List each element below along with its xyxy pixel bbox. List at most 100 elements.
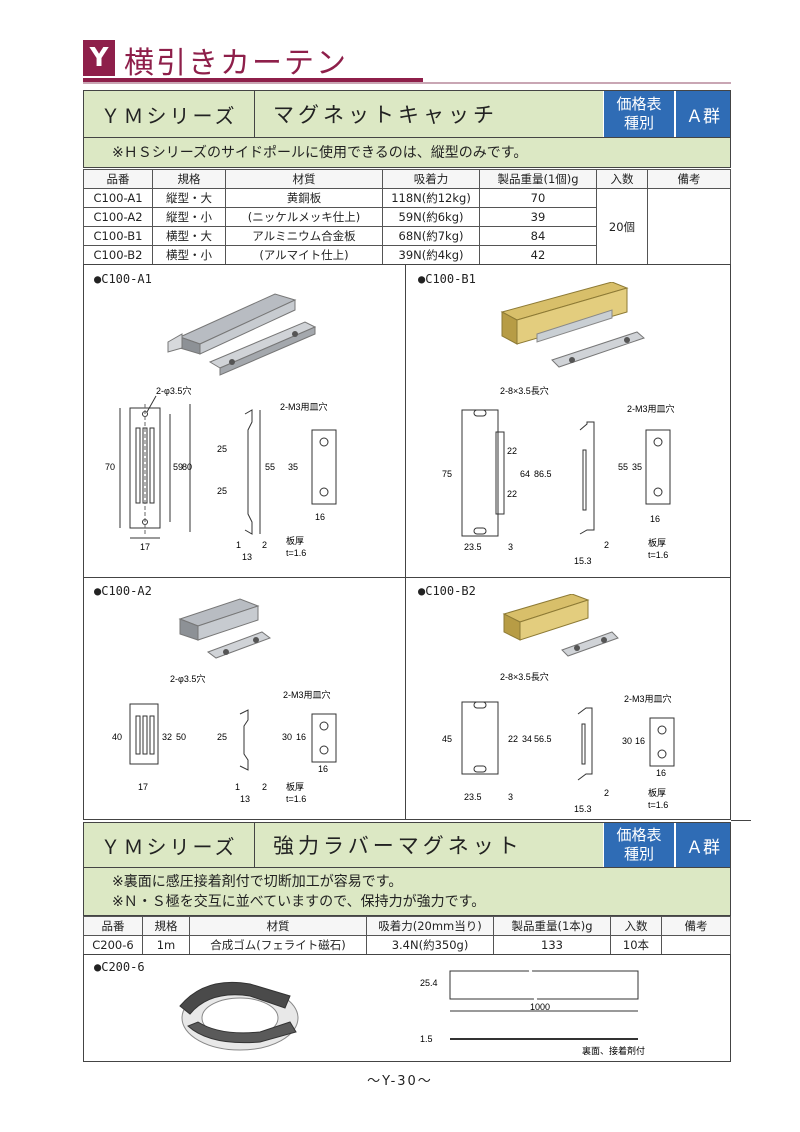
svg-text:t=1.6: t=1.6 bbox=[286, 794, 306, 804]
svg-text:45: 45 bbox=[442, 734, 452, 744]
svg-text:1000: 1000 bbox=[530, 1002, 550, 1012]
svg-text:59: 59 bbox=[173, 462, 183, 472]
svg-text:40: 40 bbox=[112, 732, 122, 742]
svg-text:2: 2 bbox=[262, 540, 267, 550]
section-badge: Y bbox=[83, 40, 115, 76]
drawing-c100-b2: 2-8×3.5長穴 45 22 34 56.5 23.5 3 15.3 2 2-… bbox=[442, 594, 675, 814]
svg-text:t=1.6: t=1.6 bbox=[648, 550, 668, 560]
svg-text:55: 55 bbox=[265, 462, 275, 472]
svg-text:板厚: 板厚 bbox=[286, 781, 304, 792]
svg-text:2: 2 bbox=[262, 782, 267, 792]
svg-text:1: 1 bbox=[235, 782, 240, 792]
svg-text:16: 16 bbox=[650, 514, 660, 524]
product-photo-c200 bbox=[179, 981, 299, 1051]
ym1-series-bar: ＹＭシリーズ マグネットキャッチ 価格表種別 Ａ群 bbox=[83, 90, 731, 138]
product-photo-a2 bbox=[178, 598, 272, 659]
svg-text:16: 16 bbox=[656, 768, 666, 778]
price-table-label: 価格表種別 bbox=[603, 91, 674, 137]
product-photo-b2 bbox=[502, 594, 619, 657]
svg-text:75: 75 bbox=[442, 469, 452, 479]
ym1-note: ※ＨＳシリーズのサイドポールに使用できるのは、縦型のみです。 bbox=[83, 138, 731, 168]
svg-text:1: 1 bbox=[236, 540, 241, 550]
price-table-label: 価格表種別 bbox=[603, 823, 674, 867]
divider bbox=[405, 264, 406, 820]
svg-text:22: 22 bbox=[507, 489, 517, 499]
svg-text:16: 16 bbox=[635, 736, 645, 746]
product-photo-a1 bbox=[167, 293, 317, 376]
svg-text:2-M3用皿穴: 2-M3用皿穴 bbox=[624, 693, 672, 704]
ym2-drawing-area bbox=[83, 954, 731, 1062]
product-name: マグネットキャッチ bbox=[273, 103, 498, 127]
panel-label-a1: ●C100-A1 bbox=[94, 272, 152, 286]
svg-text:80: 80 bbox=[182, 462, 192, 472]
svg-text:23.5: 23.5 bbox=[464, 542, 482, 552]
svg-text:裏面、接着剤付: 裏面、接着剤付 bbox=[582, 1045, 645, 1056]
series-name: ＹＭシリーズ bbox=[84, 91, 255, 137]
svg-text:25: 25 bbox=[217, 486, 227, 496]
svg-text:2-M3用皿穴: 2-M3用皿穴 bbox=[627, 403, 675, 414]
svg-text:2-8×3.5長穴: 2-8×3.5長穴 bbox=[500, 671, 549, 682]
svg-text:板厚: 板厚 bbox=[648, 537, 666, 548]
price-group: Ａ群 bbox=[674, 823, 730, 867]
price-group: Ａ群 bbox=[674, 91, 730, 137]
svg-text:3: 3 bbox=[508, 792, 513, 802]
svg-text:2-φ3.5穴: 2-φ3.5穴 bbox=[156, 385, 191, 396]
divider bbox=[731, 820, 751, 821]
svg-text:2-M3用皿穴: 2-M3用皿穴 bbox=[283, 689, 331, 700]
svg-text:t=1.6: t=1.6 bbox=[286, 548, 306, 558]
svg-text:16: 16 bbox=[296, 732, 306, 742]
svg-text:2: 2 bbox=[604, 788, 609, 798]
ym2-spec-table: 品番 規格 材質 吸着力(20mm当り) 製品重量(1本)g 入数 備考 C20… bbox=[83, 916, 731, 955]
svg-text:2: 2 bbox=[604, 540, 609, 550]
svg-text:32: 32 bbox=[162, 732, 172, 742]
panel-label-a2: ●C100-A2 bbox=[94, 584, 152, 598]
svg-text:35: 35 bbox=[288, 462, 298, 472]
svg-text:34: 34 bbox=[522, 734, 532, 744]
drawings-area bbox=[83, 264, 731, 820]
ym2-series-bar: ＹＭシリーズ 強力ラバーマグネット 価格表種別 Ａ群 bbox=[83, 822, 731, 868]
svg-text:2-φ3.5穴: 2-φ3.5穴 bbox=[170, 673, 205, 684]
svg-text:23.5: 23.5 bbox=[464, 792, 482, 802]
svg-text:30: 30 bbox=[282, 732, 292, 742]
svg-text:13: 13 bbox=[242, 552, 252, 562]
svg-text:15.3: 15.3 bbox=[574, 804, 592, 814]
qty-cell: 20個 bbox=[596, 188, 648, 265]
svg-text:50: 50 bbox=[176, 732, 186, 742]
svg-text:35: 35 bbox=[632, 462, 642, 472]
divider bbox=[83, 577, 731, 578]
svg-text:板厚: 板厚 bbox=[286, 535, 304, 546]
svg-text:16: 16 bbox=[318, 764, 328, 774]
svg-text:22: 22 bbox=[508, 734, 518, 744]
svg-text:17: 17 bbox=[138, 782, 148, 792]
drawing-c100-b1: 75 22 22 64 86.5 23.5 3 2-8×3.5長穴 15.3 2… bbox=[442, 282, 675, 566]
svg-text:55: 55 bbox=[618, 462, 628, 472]
svg-text:17: 17 bbox=[140, 542, 150, 552]
svg-text:25: 25 bbox=[217, 732, 227, 742]
svg-text:25.4: 25.4 bbox=[420, 978, 438, 988]
drawing-c100-a2: 2-φ3.5穴 40 32 50 17 25 1 2 13 2-M3用皿穴 30… bbox=[112, 598, 337, 804]
svg-text:25: 25 bbox=[217, 444, 227, 454]
svg-text:86.5: 86.5 bbox=[534, 469, 552, 479]
page-number: 〜Y-30〜 bbox=[367, 1074, 433, 1089]
svg-text:2-M3用皿穴: 2-M3用皿穴 bbox=[280, 401, 328, 412]
svg-text:板厚: 板厚 bbox=[648, 787, 666, 798]
svg-text:13: 13 bbox=[240, 794, 250, 804]
svg-text:2-8×3.5長穴: 2-8×3.5長穴 bbox=[500, 385, 549, 396]
header-rule-light bbox=[83, 82, 731, 84]
ym2-notes: ※裏面に感圧接着剤付で切断加工が容易です。 ※Ｎ・Ｓ極を交互に並べていますので、… bbox=[83, 868, 731, 916]
header-rule bbox=[83, 78, 423, 82]
svg-text:70: 70 bbox=[105, 462, 115, 472]
svg-text:1.5: 1.5 bbox=[420, 1034, 433, 1044]
series-name: ＹＭシリーズ bbox=[84, 823, 255, 867]
panel-label-b2: ●C100-B2 bbox=[418, 584, 476, 598]
svg-text:64: 64 bbox=[520, 469, 530, 479]
section-title: 横引きカーテン bbox=[124, 46, 348, 81]
drawing-c200-6: 25.4 1000 1.5 裏面、接着剤付 bbox=[179, 967, 645, 1056]
svg-text:3: 3 bbox=[508, 542, 513, 552]
product-photo-b1 bbox=[500, 282, 645, 368]
panel-label-c200: ●C200-6 bbox=[94, 960, 145, 974]
